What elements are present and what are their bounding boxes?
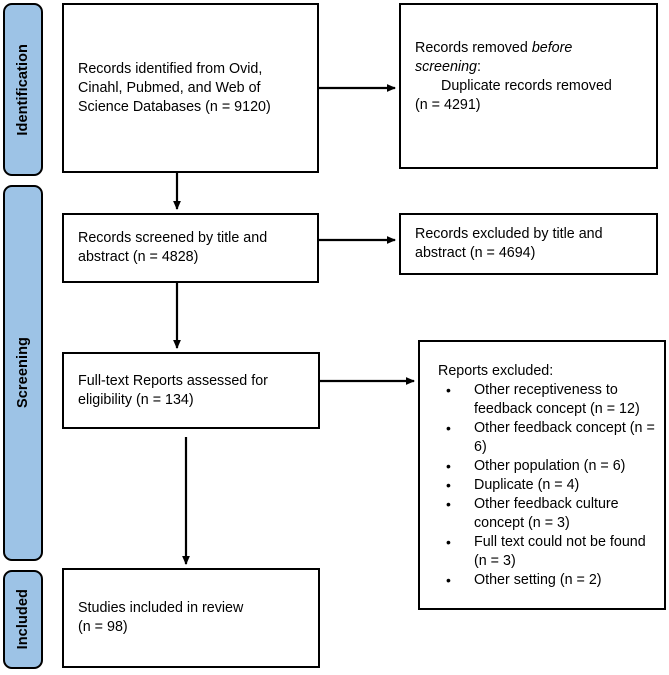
records-removed-lead-colon: : <box>477 59 481 75</box>
bullet-icon: • <box>446 496 451 512</box>
reports-excluded-item: • Other population (n = 6) <box>438 457 658 476</box>
records-excluded-line2: abstract (n = 4694) <box>415 245 536 261</box>
reports-excluded-item-label: Other receptiveness to feedback concept … <box>474 382 640 417</box>
phase-label-screening: Screening <box>14 337 31 409</box>
bullet-icon: • <box>446 458 451 474</box>
box-records-removed-text: Records removed before screening: Duplic… <box>401 5 656 115</box>
box-records-identified[interactable]: Records identified from Ovid, Cinahl, Pu… <box>62 3 319 173</box>
bullet-icon: • <box>446 534 451 550</box>
box-records-removed[interactable]: Records removed before screening: Duplic… <box>399 3 658 169</box>
reports-excluded-item: • Other feedback concept (n = 6) <box>438 419 658 457</box>
box-fulltext-assessed-text: Full-text Reports assessed for eligibili… <box>64 372 318 410</box>
box-studies-included[interactable]: Studies included in review (n = 98) <box>62 568 320 668</box>
box-records-screened[interactable]: Records screened by title and abstract (… <box>62 213 319 283</box>
phase-tab-identification[interactable]: Identification <box>3 3 43 176</box>
records-identified-line2: Cinahl, Pubmed, and Web of <box>78 79 261 96</box>
box-records-screened-text: Records screened by title and abstract (… <box>64 229 317 267</box>
box-records-excluded[interactable]: Records excluded by title and abstract (… <box>399 213 658 275</box>
records-removed-detail-line2: (n = 4291) <box>415 97 481 113</box>
records-removed-lead-italic: before screening <box>415 40 573 75</box>
records-screened-line1: Records screened by title and <box>78 230 268 246</box>
reports-excluded-list: • Other receptiveness to feedback concept… <box>438 381 658 590</box>
reports-excluded-item-label: Other setting (n = 2) <box>474 572 602 588</box>
records-screened-line2: abstract (n = 4828) <box>78 249 199 265</box>
reports-excluded-item-label: Other population (n = 6) <box>474 458 626 474</box>
reports-excluded-item-label: Duplicate (n = 4) <box>474 477 580 493</box>
studies-included-line1: Studies included in review <box>78 600 244 616</box>
records-removed-lead: Records removed before screening: <box>415 39 642 77</box>
bullet-icon: • <box>446 420 451 436</box>
box-fulltext-assessed[interactable]: Full-text Reports assessed for eligibili… <box>62 352 320 429</box>
studies-included-line2: (n = 98) <box>78 619 128 635</box>
box-records-excluded-text: Records excluded by title and abstract (… <box>401 225 656 263</box>
reports-excluded-item-label: Full text could not be found (n = 3) <box>474 534 646 569</box>
reports-excluded-item-label: Other feedback concept (n = 6) <box>474 420 655 455</box>
records-identified-line1: Records identified from Ovid, <box>78 60 263 77</box>
box-studies-included-text: Studies included in review (n = 98) <box>64 599 318 637</box>
reports-excluded-item: • Duplicate (n = 4) <box>438 476 658 495</box>
records-identified-line3: Science Databases (n = 9120) <box>78 98 271 115</box>
reports-excluded-heading: Reports excluded: <box>438 363 554 379</box>
records-removed-lead-normal: Records removed <box>415 40 532 56</box>
bullet-icon: • <box>446 477 451 493</box>
phase-label-included: Included <box>14 589 31 650</box>
reports-excluded-item: • Full text could not be found (n = 3) <box>438 533 658 571</box>
reports-excluded-item-label: Other feedback culture concept (n = 3) <box>474 496 619 531</box>
reports-excluded-item: • Other receptiveness to feedback concept… <box>438 381 658 419</box>
reports-excluded-item: • Other setting (n = 2) <box>438 571 658 590</box>
records-excluded-line1: Records excluded by title and <box>415 226 603 242</box>
box-records-identified-text: Records identified from Ovid, Cinahl, Pu… <box>64 60 317 117</box>
bullet-icon: • <box>446 572 451 588</box>
box-reports-excluded-text: Reports excluded: • Other receptiveness t… <box>420 342 664 590</box>
phase-tab-screening[interactable]: Screening <box>3 185 43 561</box>
fulltext-assessed-line1: Full-text Reports assessed for <box>78 372 268 389</box>
phase-tab-included[interactable]: Included <box>3 570 43 669</box>
bullet-icon: • <box>446 382 451 398</box>
reports-excluded-item: • Other feedback culture concept (n = 3) <box>438 495 658 533</box>
phase-label-identification: Identification <box>14 43 31 136</box>
fulltext-assessed-line2: eligibility (n = 134) <box>78 391 194 408</box>
box-reports-excluded[interactable]: Reports excluded: • Other receptiveness t… <box>418 340 666 610</box>
records-removed-detail-line1: Duplicate records removed <box>441 78 612 94</box>
